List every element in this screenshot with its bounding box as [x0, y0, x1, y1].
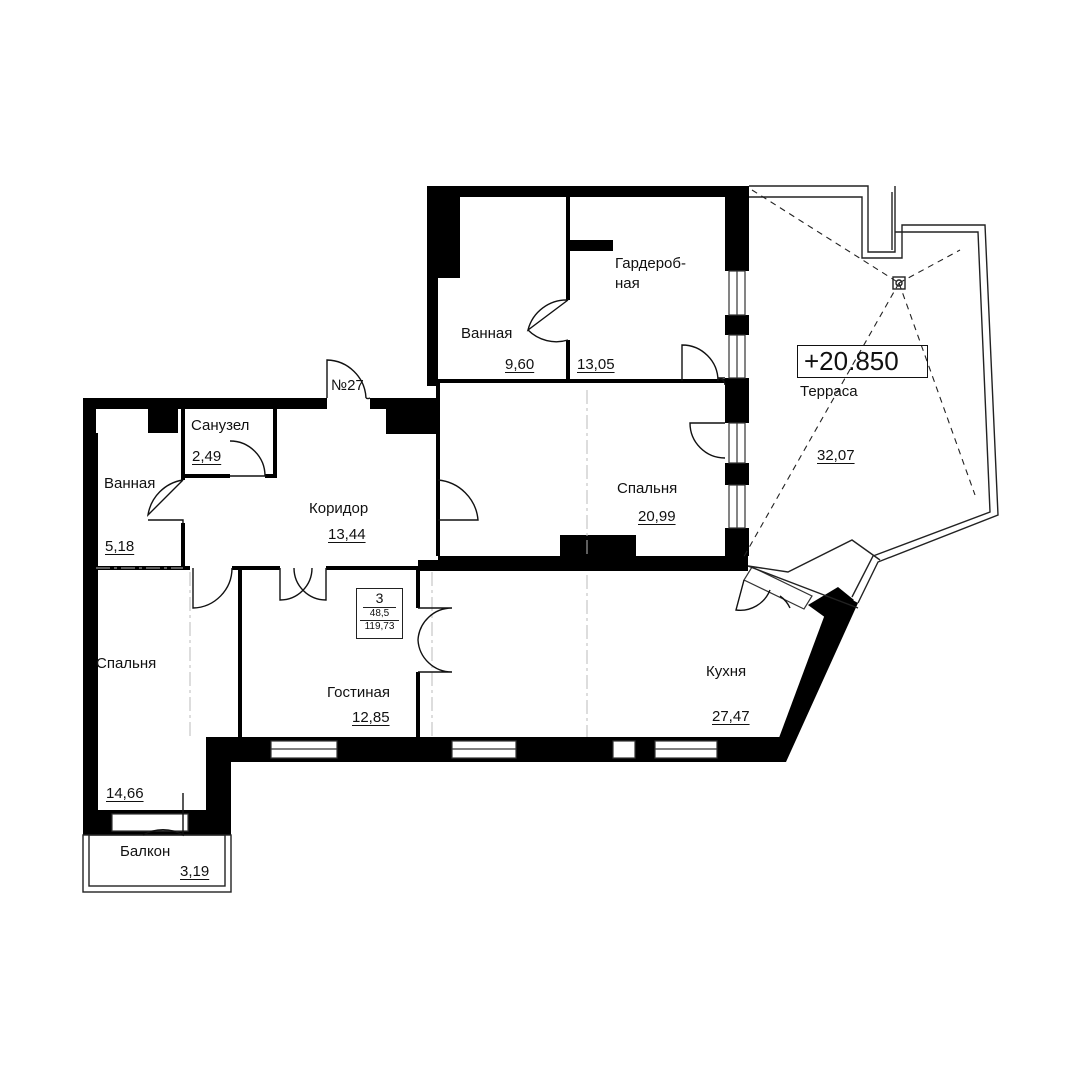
- wall-entrance-block: [386, 398, 438, 434]
- room-area-bedroom-main: 20,99: [638, 508, 676, 525]
- wall-top-left: [427, 186, 438, 386]
- wall-bath-left-block: [148, 398, 178, 433]
- room-name-bath-left: Ванная: [104, 475, 156, 492]
- room-area-corridor: 13,44: [328, 526, 366, 543]
- room-name-living: Гостиная: [327, 684, 390, 701]
- room-name-terrace: Терраса: [800, 383, 858, 400]
- room-area-kitchen: 27,47: [712, 708, 750, 725]
- terrace-dashed: [741, 189, 976, 561]
- room-area-wardrobe: 13,05: [577, 356, 615, 373]
- room-name-bedroom-main: Спальня: [617, 480, 678, 497]
- rooms-count: 3: [363, 589, 396, 608]
- room-name-balcony: Балкон: [120, 843, 171, 860]
- wall-terrace-column-2: [725, 315, 749, 335]
- room-area-terrace: 32,07: [817, 447, 855, 464]
- room-name-kitchen: Кухня: [706, 663, 747, 680]
- wall-left-outer: [83, 398, 96, 835]
- room-area-wc: 2,49: [192, 448, 222, 465]
- wall-top: [427, 186, 749, 197]
- room-name-bedroom-left: Спальня: [96, 655, 157, 672]
- balcony: [82, 834, 232, 893]
- window-bottom-3: [612, 740, 636, 759]
- apartment-summary-badge: 3 48,5 119,73: [356, 588, 403, 639]
- wall-bedroom-bottom: [438, 556, 748, 564]
- room-name-wc: Санузел: [191, 417, 250, 434]
- room-name-wardrobe-line1: Гардероб-: [615, 255, 686, 272]
- wall-terrace-column-4: [725, 463, 749, 485]
- wall-wardrobe-stub: [568, 240, 613, 251]
- room-area-bedroom-left: 14,66: [106, 785, 144, 802]
- zone-lines: [96, 390, 588, 737]
- wall-terrace-column-5: [725, 528, 749, 556]
- room-name-wardrobe-line2: ная: [615, 275, 640, 292]
- wall-terrace-column-1: [725, 186, 749, 271]
- window-balcony: [111, 813, 189, 832]
- window-kitchen-corner: [743, 566, 813, 610]
- wall-kitchen-top: [418, 560, 748, 571]
- room-area-living: 12,85: [352, 709, 390, 726]
- doors: [142, 299, 791, 837]
- wall-corridor-top-left: [83, 398, 327, 409]
- wall-kitchen-diagonal: [770, 590, 858, 762]
- room-area-bath-top: 9,60: [505, 356, 535, 373]
- room-name-corridor: Коридор: [309, 500, 369, 517]
- apartment-number: №27: [331, 377, 364, 394]
- thin-walls: [94, 197, 725, 810]
- wall-kitchen-corner: [808, 587, 854, 618]
- terrace-level-mark: +20.850: [797, 345, 928, 378]
- wall-terrace-column-3: [725, 378, 749, 423]
- total-area: 119,73: [360, 620, 399, 633]
- room-area-bath-left: 5,18: [105, 538, 135, 555]
- terrace-outline: [747, 185, 999, 609]
- living-area: 48,5: [369, 608, 390, 619]
- windows: [111, 270, 813, 832]
- room-area-balcony: 3,19: [180, 863, 210, 880]
- room-name-bath-top: Ванная: [461, 325, 513, 342]
